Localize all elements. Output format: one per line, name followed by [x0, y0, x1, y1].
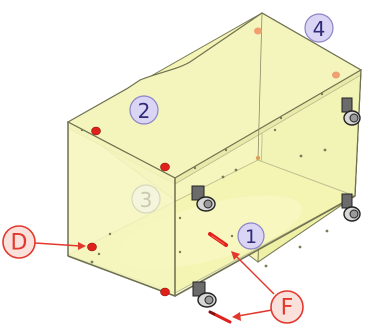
arrow-f-upper: [231, 251, 275, 295]
hole: [178, 216, 182, 220]
top-panel: [66, 12, 363, 179]
hole: [323, 148, 327, 152]
arrow-f-lower: [232, 309, 273, 321]
hole: [108, 232, 112, 236]
hole: [90, 260, 94, 264]
callout-4-label: 4: [313, 17, 326, 41]
hole: [299, 154, 303, 158]
callout-1: 1: [237, 222, 265, 250]
callout-3: 3: [131, 184, 161, 214]
callout-2: 2: [129, 95, 159, 125]
caster-wheel: [192, 281, 217, 308]
callout-3-label: 3: [140, 188, 153, 212]
hidden-back-edge: [257, 12, 263, 161]
hole: [273, 128, 277, 132]
bottom-front-edge: [67, 195, 356, 297]
cam-fitting: [254, 27, 262, 35]
cam-fitting: [87, 242, 97, 252]
hole: [255, 155, 261, 161]
hole: [97, 252, 101, 256]
hole: [80, 128, 84, 132]
arrow-d: [34, 242, 86, 250]
screw: [208, 310, 232, 324]
callout-4: 4: [304, 13, 334, 43]
dowel: [208, 232, 228, 247]
hole: [230, 234, 234, 238]
hole: [193, 166, 197, 170]
cam-fitting: [160, 287, 170, 297]
caster-wheel: [191, 185, 216, 212]
letter-callout-f: F: [270, 290, 304, 324]
letter-f-label: F: [281, 296, 294, 321]
callout-1-label: 1: [245, 226, 257, 248]
callout-2-label: 2: [138, 99, 151, 123]
hole: [320, 92, 324, 96]
hole: [298, 245, 302, 249]
hole: [264, 264, 268, 268]
back-edge: [354, 69, 362, 197]
hole: [178, 250, 182, 254]
hole: [279, 116, 283, 120]
letter-d-label: D: [11, 231, 28, 256]
hole: [224, 148, 228, 152]
hole: [325, 229, 329, 233]
hole: [221, 175, 225, 179]
caster-wheel: [341, 97, 361, 126]
letter-callout-d: D: [2, 225, 36, 259]
cam-fitting: [91, 126, 101, 136]
caster-wheel: [341, 193, 361, 222]
cam-fitting: [160, 162, 170, 172]
hole: [234, 168, 238, 172]
cam-fitting: [332, 71, 340, 79]
